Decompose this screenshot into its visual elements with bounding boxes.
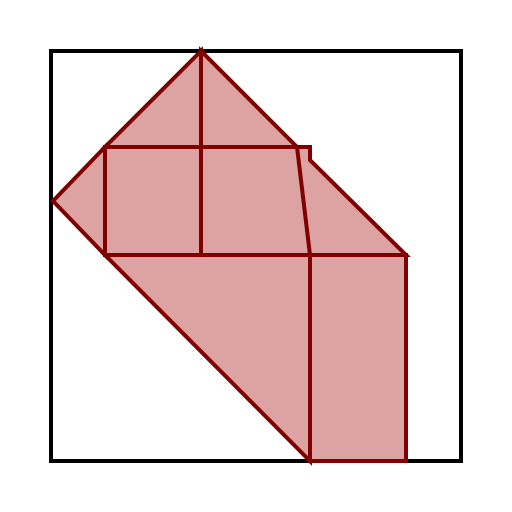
piece-left-square [103, 145, 203, 257]
piece-left-small-triangle [50, 142, 107, 260]
outer-frame [49, 49, 463, 463]
piece-top-left-triangle [100, 46, 203, 149]
piece-right-square [199, 145, 312, 257]
piece-right-small-triangle [294, 145, 411, 257]
piece-bottom-right-rectangle [308, 253, 408, 463]
piece-top-right-triangle [199, 46, 302, 149]
piece-large-lower-triangle [100, 253, 312, 466]
pieces-group [50, 46, 411, 466]
